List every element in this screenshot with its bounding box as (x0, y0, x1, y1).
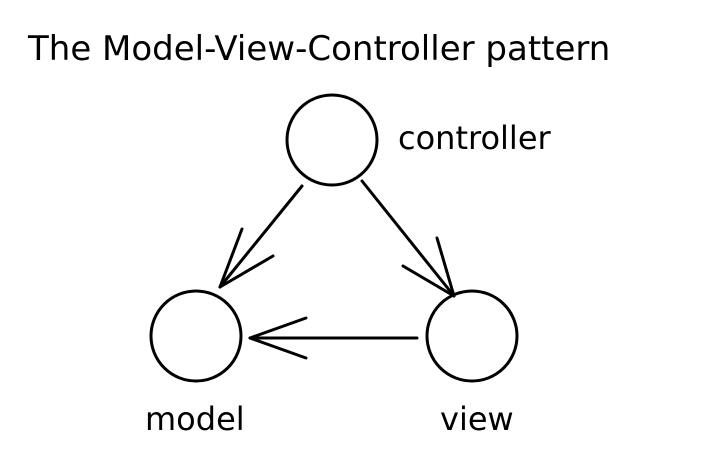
edge-controller-to-model-arrowhead (218, 227, 275, 289)
edge-controller-to-model-line (218, 184, 304, 289)
edge-controller-to-view-line (360, 179, 456, 298)
diagram-title: The Model-View-Controller pattern (27, 29, 610, 69)
edge-controller-to-model (218, 184, 304, 289)
model-label: model (145, 400, 245, 438)
edge-view-to-model-arrowhead (248, 316, 308, 360)
controller-node (285, 93, 379, 187)
view-label: view (440, 400, 514, 438)
model-node (149, 289, 243, 383)
edge-controller-to-view (360, 179, 456, 298)
controller-label: controller (398, 119, 552, 157)
edge-view-to-model (248, 316, 419, 360)
view-node (425, 289, 519, 383)
edge-controller-to-view-arrowhead (401, 236, 456, 298)
